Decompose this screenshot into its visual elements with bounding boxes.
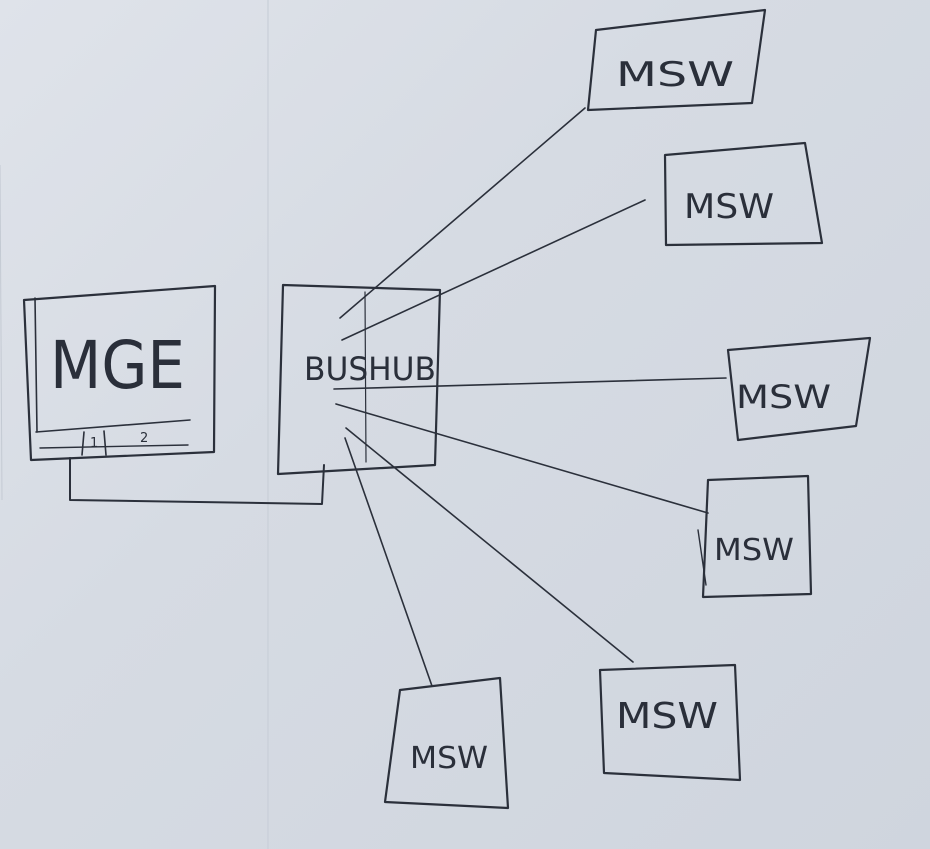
mge-slot-label-2: 2	[140, 431, 148, 446]
msw-box-outline	[663, 141, 824, 247]
mge-slot-baseline	[39, 444, 189, 449]
mge-node: MGE 1 2	[22, 284, 217, 462]
connection-line-msw-5	[345, 427, 634, 663]
mge-slot-tick	[81, 431, 85, 456]
mge-bushub-link	[69, 457, 325, 505]
msw-node-2: MSW	[663, 141, 824, 247]
bus-connections	[333, 107, 727, 687]
bushub-label: BUSHUB	[304, 350, 436, 388]
connection-line-msw-1	[339, 107, 586, 319]
msw-box-edge-stroke	[697, 529, 707, 586]
msw-node-5: MSW	[598, 663, 742, 782]
msw-label: MSW	[736, 378, 831, 416]
bushub-box-outline	[276, 283, 442, 476]
msw-node-6: MSW	[383, 676, 510, 810]
msw-box-outline	[598, 663, 742, 782]
bushub-node: BUSHUB	[276, 283, 442, 476]
connection-line-msw-6	[344, 437, 433, 687]
connection-line-msw-4	[335, 403, 709, 514]
msw-box-outline	[586, 8, 767, 112]
msw-box-outline	[383, 676, 510, 810]
msw-label: MSW	[410, 741, 488, 776]
msw-node-1: MSW	[586, 8, 767, 112]
mge-slot-tick	[103, 430, 107, 456]
msw-label: MSW	[616, 696, 718, 737]
msw-label: MSW	[714, 533, 794, 568]
msw-node-3: MSW	[726, 336, 872, 442]
msw-label: MSW	[616, 55, 734, 95]
msw-box-outline	[701, 474, 813, 599]
connection-line-msw-3	[333, 377, 727, 390]
connection-line-msw-2	[341, 199, 646, 341]
mge-slot-divider	[35, 419, 191, 433]
mge-box-outline	[22, 284, 217, 462]
msw-node-4: MSW	[697, 474, 813, 599]
msw-box-outline	[726, 336, 872, 442]
paper-edge-line	[0, 164, 3, 501]
bushub-inner-line	[364, 291, 367, 463]
mge-inner-left-line	[34, 297, 38, 433]
mge-label: MGE	[50, 327, 185, 404]
mge-slot-label-1: 1	[90, 436, 98, 451]
msw-label: MSW	[684, 187, 774, 227]
